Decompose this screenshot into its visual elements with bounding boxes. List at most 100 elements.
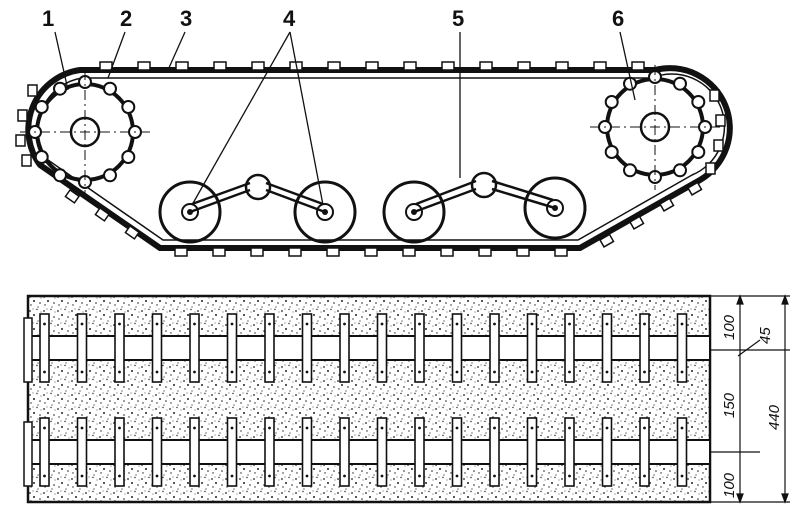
rivet <box>455 370 459 374</box>
rivet <box>380 426 384 430</box>
track-link-bar <box>489 417 500 487</box>
rivet <box>380 322 384 326</box>
rivet <box>418 474 421 478</box>
track-link-bar <box>639 313 650 383</box>
dim-total: 440 <box>766 404 783 430</box>
track-cleat <box>213 61 227 71</box>
rivet <box>643 370 646 374</box>
rivet <box>605 370 609 374</box>
track-link-bar <box>301 417 313 487</box>
rivet <box>155 370 159 374</box>
rivet <box>305 370 309 374</box>
rivet <box>193 426 196 430</box>
track-cleats <box>15 61 726 257</box>
rivet <box>305 322 309 326</box>
lower-track-strip <box>27 417 711 487</box>
rivet <box>343 322 346 326</box>
track-cleat <box>27 84 38 97</box>
callout-4: 4 <box>283 6 296 31</box>
rivet <box>380 370 384 374</box>
track-link-bar <box>226 417 238 487</box>
track-link-bar <box>189 313 200 383</box>
track-cleat <box>709 89 720 102</box>
rivet <box>455 426 459 430</box>
rivet <box>118 474 121 478</box>
track-cleat <box>686 181 703 196</box>
sprocket-tooth <box>34 100 49 114</box>
rivet <box>230 370 234 374</box>
dim-gap: 150 <box>721 392 738 418</box>
rivet <box>43 322 46 326</box>
rivet <box>455 474 459 478</box>
rivet <box>80 426 84 430</box>
track-cleat <box>174 247 188 257</box>
rivet <box>193 474 196 478</box>
rivet <box>643 474 646 478</box>
rivet <box>605 426 609 430</box>
rivet <box>80 322 84 326</box>
rivet <box>380 474 384 478</box>
sprocket-tooth <box>691 95 706 109</box>
track-link-bar <box>39 313 50 383</box>
sprocket-tooth <box>103 81 117 96</box>
track-cleat <box>713 139 724 152</box>
rivet <box>343 474 346 478</box>
track-plan-outline <box>26 294 712 504</box>
rivet <box>305 474 309 478</box>
track-cleat <box>658 197 675 212</box>
callout-5: 5 <box>452 6 464 31</box>
rivet <box>230 426 234 430</box>
track-link-bar <box>226 313 238 383</box>
track-cleat <box>21 154 32 167</box>
track-cleat <box>326 247 340 257</box>
rivet <box>193 322 196 326</box>
track-cleat <box>479 61 493 71</box>
track-link-bar <box>451 417 463 487</box>
callout-2: 2 <box>120 6 132 31</box>
track-cleat <box>124 224 141 240</box>
rivet <box>343 370 346 374</box>
plan-view: 100 45 150 100 440 <box>23 294 790 504</box>
track-link-bar <box>339 417 350 487</box>
callout-1: 1 <box>42 6 54 31</box>
track-cleat <box>212 247 226 257</box>
sprocket-tooth <box>604 145 619 159</box>
track-link-bar <box>676 417 688 487</box>
track-link-bar <box>301 313 313 383</box>
sprocket-tooth <box>103 168 117 183</box>
rivet <box>155 322 159 326</box>
rivet <box>493 322 496 326</box>
sprocket-tooth <box>121 150 136 164</box>
drive-sprocket <box>20 70 150 195</box>
track-cleat <box>402 247 416 257</box>
rivet <box>568 370 571 374</box>
rivet <box>530 426 534 430</box>
rivet <box>80 474 84 478</box>
rivet <box>680 370 684 374</box>
rivet <box>43 474 46 478</box>
track-link-bar <box>151 313 163 383</box>
sprocket-tooth <box>53 81 67 96</box>
road-wheel-bogie-4 <box>158 173 357 244</box>
track-link-bar <box>151 417 163 487</box>
rivet <box>80 370 84 374</box>
rivet <box>418 370 421 374</box>
track-cleat <box>705 162 716 175</box>
track-cleat <box>15 134 26 147</box>
sprocket-tooth <box>34 150 49 164</box>
track-link-bar <box>39 417 50 487</box>
track-cleat <box>64 188 81 204</box>
rivet <box>305 426 309 430</box>
sprocket-tooth <box>121 100 136 114</box>
idler-sprocket <box>590 65 720 190</box>
track-cleat <box>403 61 417 71</box>
track-cleat <box>598 233 615 248</box>
track-cleat <box>516 247 530 257</box>
track-cleat <box>631 61 645 71</box>
rivet <box>418 426 421 430</box>
track-cleat <box>554 247 568 257</box>
sprocket-tooth <box>623 163 637 178</box>
rivet <box>230 322 234 326</box>
track-belt-inner <box>37 73 726 241</box>
rivet <box>193 370 196 374</box>
